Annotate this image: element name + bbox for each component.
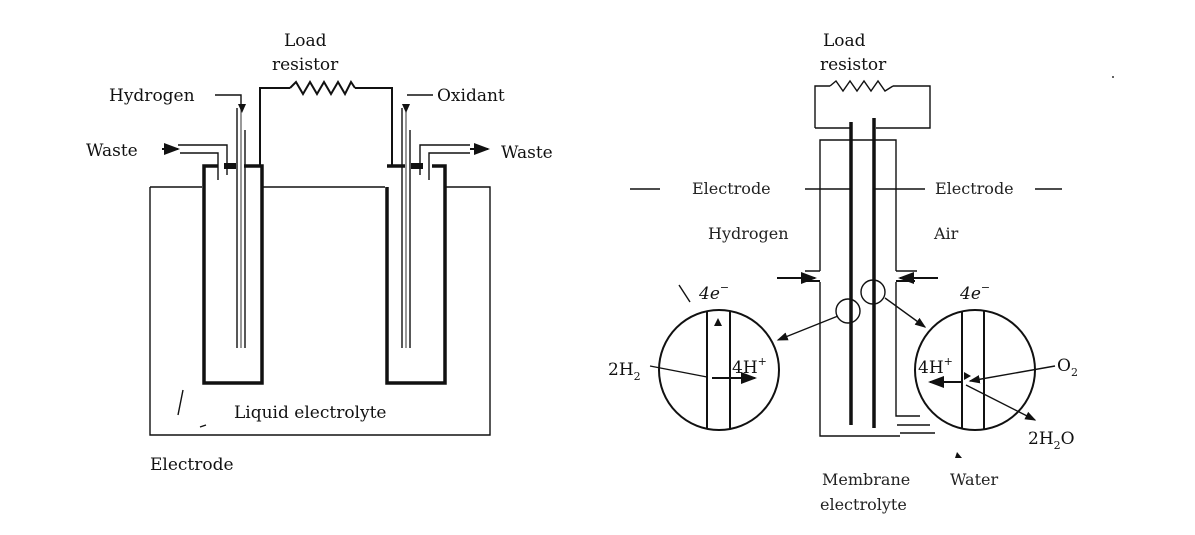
oxidant-label: Oxidant <box>437 86 505 106</box>
svg-text:O2: O2 <box>1057 356 1078 379</box>
waste-right-label: Waste <box>501 143 553 163</box>
electrons-right-label: 4e <box>959 284 981 304</box>
protons-left-label: 4H <box>732 358 758 378</box>
liquid-electrolyte-label: Liquid electrolyte <box>234 403 387 423</box>
left-resistor-icon <box>289 80 356 97</box>
left-diagram: Load resistor Hydrogen Oxidant Waste Was… <box>86 31 553 475</box>
membrane-label-1: Membrane <box>822 470 910 489</box>
water-product-label: 2H <box>1028 429 1054 449</box>
protons-right-label: 4H <box>918 358 944 378</box>
right-load-label-2: resistor <box>820 55 887 75</box>
svg-text:2H2O: 2H2O <box>1028 429 1075 452</box>
oxidant-feed-tube <box>401 108 411 348</box>
left-load-label-1: Load <box>284 31 327 51</box>
electrons-left-label: 4e <box>698 284 720 304</box>
right-resistor-icon <box>829 79 894 93</box>
left-waste-exhaust <box>178 144 228 180</box>
svg-text:4e−: 4e− <box>698 281 729 304</box>
left-load-circuit <box>259 87 393 166</box>
electrode-label: Electrode <box>150 455 234 475</box>
anode-magnifier <box>835 298 861 324</box>
oxidant-inlet-arrow-icon <box>402 104 410 113</box>
membrane-label-2: electrolyte <box>820 495 907 514</box>
water-label: Water <box>950 470 998 489</box>
electrode-right-label: Electrode <box>935 179 1014 198</box>
h2-left-label: 2H <box>608 360 634 380</box>
left-seal <box>224 163 236 169</box>
o2-label: O <box>1057 356 1071 376</box>
right-load-label-1: Load <box>823 31 866 51</box>
cell-housing <box>805 139 920 437</box>
svg-text:4e−: 4e− <box>959 281 990 304</box>
cathode-detail: 4H+ O2 2H2O 4e− <box>914 281 1078 452</box>
electrolyte-tank <box>149 186 491 436</box>
right-diagram: 2H2 4H+ 4e− 4H+ O2 2H2O <box>608 31 1114 514</box>
right-seal <box>411 163 423 169</box>
hydrogen-feed-tube <box>236 108 246 348</box>
left-electrode-housing <box>202 164 264 385</box>
left-load-label-2: resistor <box>272 55 339 75</box>
air-label: Air <box>933 224 959 243</box>
right-waste-exhaust <box>419 144 470 180</box>
svg-text:4H+: 4H+ <box>918 355 953 378</box>
electrode-left-label: Electrode <box>692 179 771 198</box>
hydrogen-right-label: Hydrogen <box>708 224 789 243</box>
waste-left-label: Waste <box>86 141 138 161</box>
right-load-circuit <box>814 85 931 129</box>
anode-detail: 2H2 4H+ 4e− <box>608 281 780 431</box>
cathode-magnifier <box>860 279 886 305</box>
hydrogen-label: Hydrogen <box>109 86 195 106</box>
svg-text:2H2: 2H2 <box>608 360 641 383</box>
svg-text:4H+: 4H+ <box>732 355 767 378</box>
right-electrode-housing <box>385 164 447 385</box>
hydrogen-inlet-arrow-icon <box>238 104 246 113</box>
